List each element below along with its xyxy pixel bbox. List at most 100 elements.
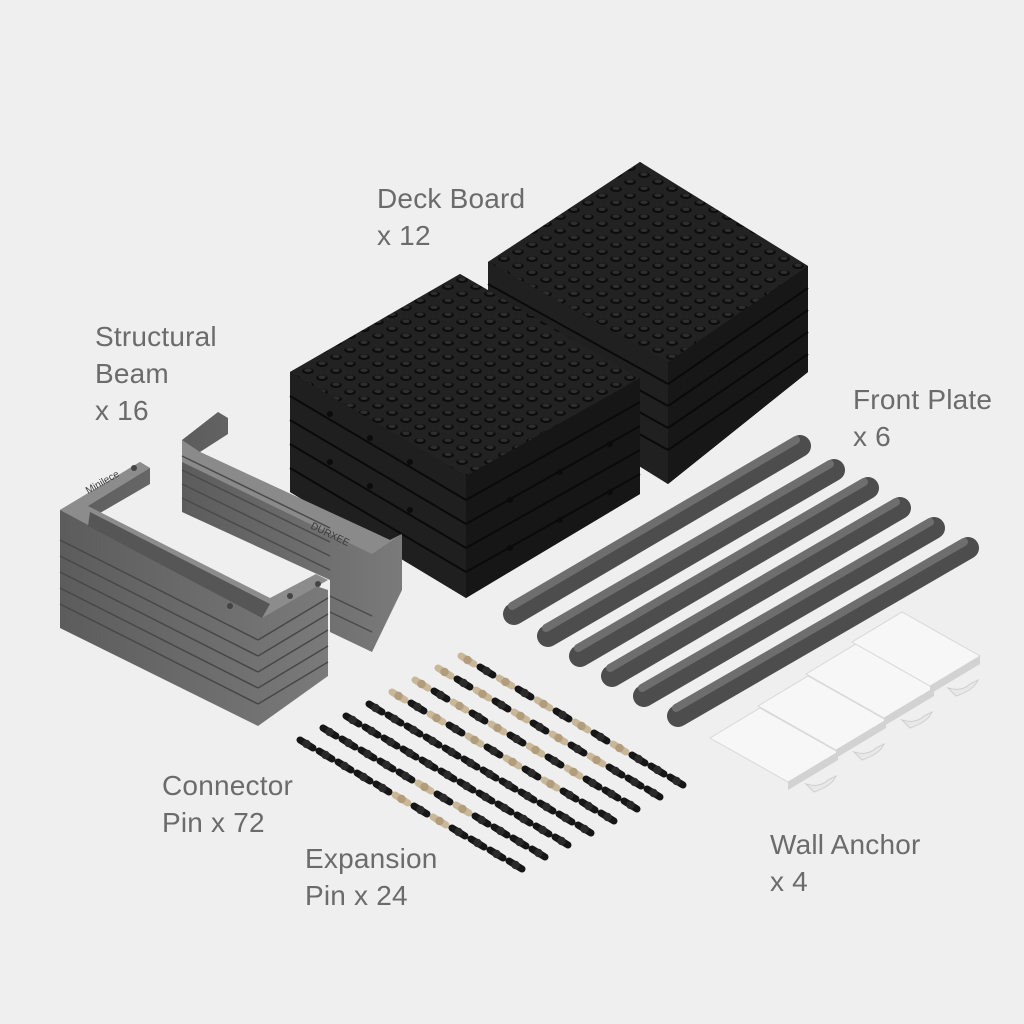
expansion-pin [452, 801, 473, 817]
connector-pin [647, 762, 668, 778]
connector-pin [418, 756, 439, 772]
wall-anchor-group [709, 611, 981, 793]
connector-pin [605, 763, 626, 779]
connector-pin [460, 755, 481, 771]
label-expansion-pin-name: Expansion [305, 843, 438, 874]
label-structural-beam-qty: x 16 [95, 395, 149, 426]
connector-pin [601, 786, 622, 802]
connector-pin [494, 800, 515, 816]
expansion-pin [487, 720, 508, 736]
connector-pin [319, 724, 340, 740]
connector-pin [552, 707, 573, 723]
front-plate-group [503, 435, 979, 727]
label-front-plate-name: Front Plate [853, 384, 993, 415]
connector-pin [509, 834, 530, 850]
front-plate [601, 497, 911, 687]
expansion-pin [540, 776, 561, 792]
connector-pin [624, 774, 645, 790]
connector-pin [372, 780, 393, 796]
label-wall-anchor-name: Wall Anchor [770, 829, 921, 860]
connector-pin [517, 788, 538, 804]
connector-pin [467, 835, 488, 851]
label-wall-anchor: Wall Anchor x 4 [770, 826, 921, 900]
connector-pin [422, 733, 443, 749]
connector-pin [483, 743, 504, 759]
label-expansion-pin-qty: Pin x 24 [305, 880, 408, 911]
front-plate [503, 435, 811, 625]
connector-pin [513, 811, 534, 827]
connector-pin [468, 709, 489, 725]
expansion-pin [464, 732, 485, 748]
deck-board-stack-front [289, 274, 641, 598]
connector-pin [430, 687, 451, 703]
connector-pin [453, 675, 474, 691]
connector-pin [395, 768, 416, 784]
connector-pin [437, 767, 458, 783]
connector-pin [505, 857, 526, 873]
connector-pin [490, 823, 511, 839]
expansion-pin [533, 696, 554, 712]
expansion-pin [388, 688, 409, 704]
expansion-pin [472, 686, 493, 702]
connector-pin [441, 744, 462, 760]
connector-pin [532, 822, 553, 838]
label-structural-beam: Structural Beam x 16 [95, 318, 217, 429]
label-structural-beam-name-2: Beam [95, 358, 169, 389]
connector-pin [574, 821, 595, 837]
label-front-plate-qty: x 6 [853, 421, 891, 452]
label-structural-beam-name-1: Structural [95, 321, 217, 352]
expansion-pin [571, 718, 592, 734]
expansion-pin [563, 764, 584, 780]
expansion-pin [548, 730, 569, 746]
connector-pin [620, 797, 641, 813]
connector-pin [353, 769, 374, 785]
connector-pin [567, 741, 588, 757]
connector-pin [555, 810, 576, 826]
connector-pin [399, 745, 420, 761]
connector-pin [544, 753, 565, 769]
deck-board-stacks [289, 162, 809, 598]
connector-pin [597, 809, 618, 825]
connector-pin [433, 790, 454, 806]
connector-pin [643, 785, 664, 801]
connector-pin [578, 798, 599, 814]
connector-pin [384, 711, 405, 727]
label-expansion-pin: Expansion Pin x 24 [305, 840, 438, 914]
structural-beam-stacks: DURXEE Minilece [59, 412, 402, 726]
label-deck-board: Deck Board x 12 [377, 180, 525, 254]
connector-pin [315, 747, 336, 763]
connector-pin [559, 787, 580, 803]
connector-pin [475, 789, 496, 805]
front-plate [569, 477, 879, 667]
expansion-pin [457, 652, 478, 668]
expansion-pin [510, 708, 531, 724]
label-front-plate: Front Plate x 6 [853, 381, 992, 455]
front-plate [633, 517, 945, 707]
expansion-pin [495, 674, 516, 690]
expansion-pin [414, 779, 435, 795]
connector-pin [582, 775, 603, 791]
expansion-pin [426, 710, 447, 726]
connector-pin [479, 766, 500, 782]
expansion-pin [391, 791, 412, 807]
front-plate [537, 459, 845, 647]
connector-pin [590, 729, 611, 745]
label-wall-anchor-qty: x 4 [770, 866, 808, 897]
connector-pin [498, 777, 519, 793]
connector-pin [403, 722, 424, 738]
label-deck-board-qty: x 12 [377, 220, 431, 251]
connector-pin [628, 751, 649, 767]
expansion-pin [502, 754, 523, 770]
label-connector-pin-name: Connector [162, 770, 293, 801]
expansion-pin [586, 752, 607, 768]
connector-pin [536, 799, 557, 815]
wall-anchor [709, 707, 839, 793]
expansion-pin [609, 740, 630, 756]
expansion-pin [525, 742, 546, 758]
wall-anchor [757, 675, 887, 761]
connector-pin [476, 663, 497, 679]
pin-grid [296, 652, 687, 873]
connector-pin [361, 723, 382, 739]
wall-anchor [851, 611, 981, 697]
